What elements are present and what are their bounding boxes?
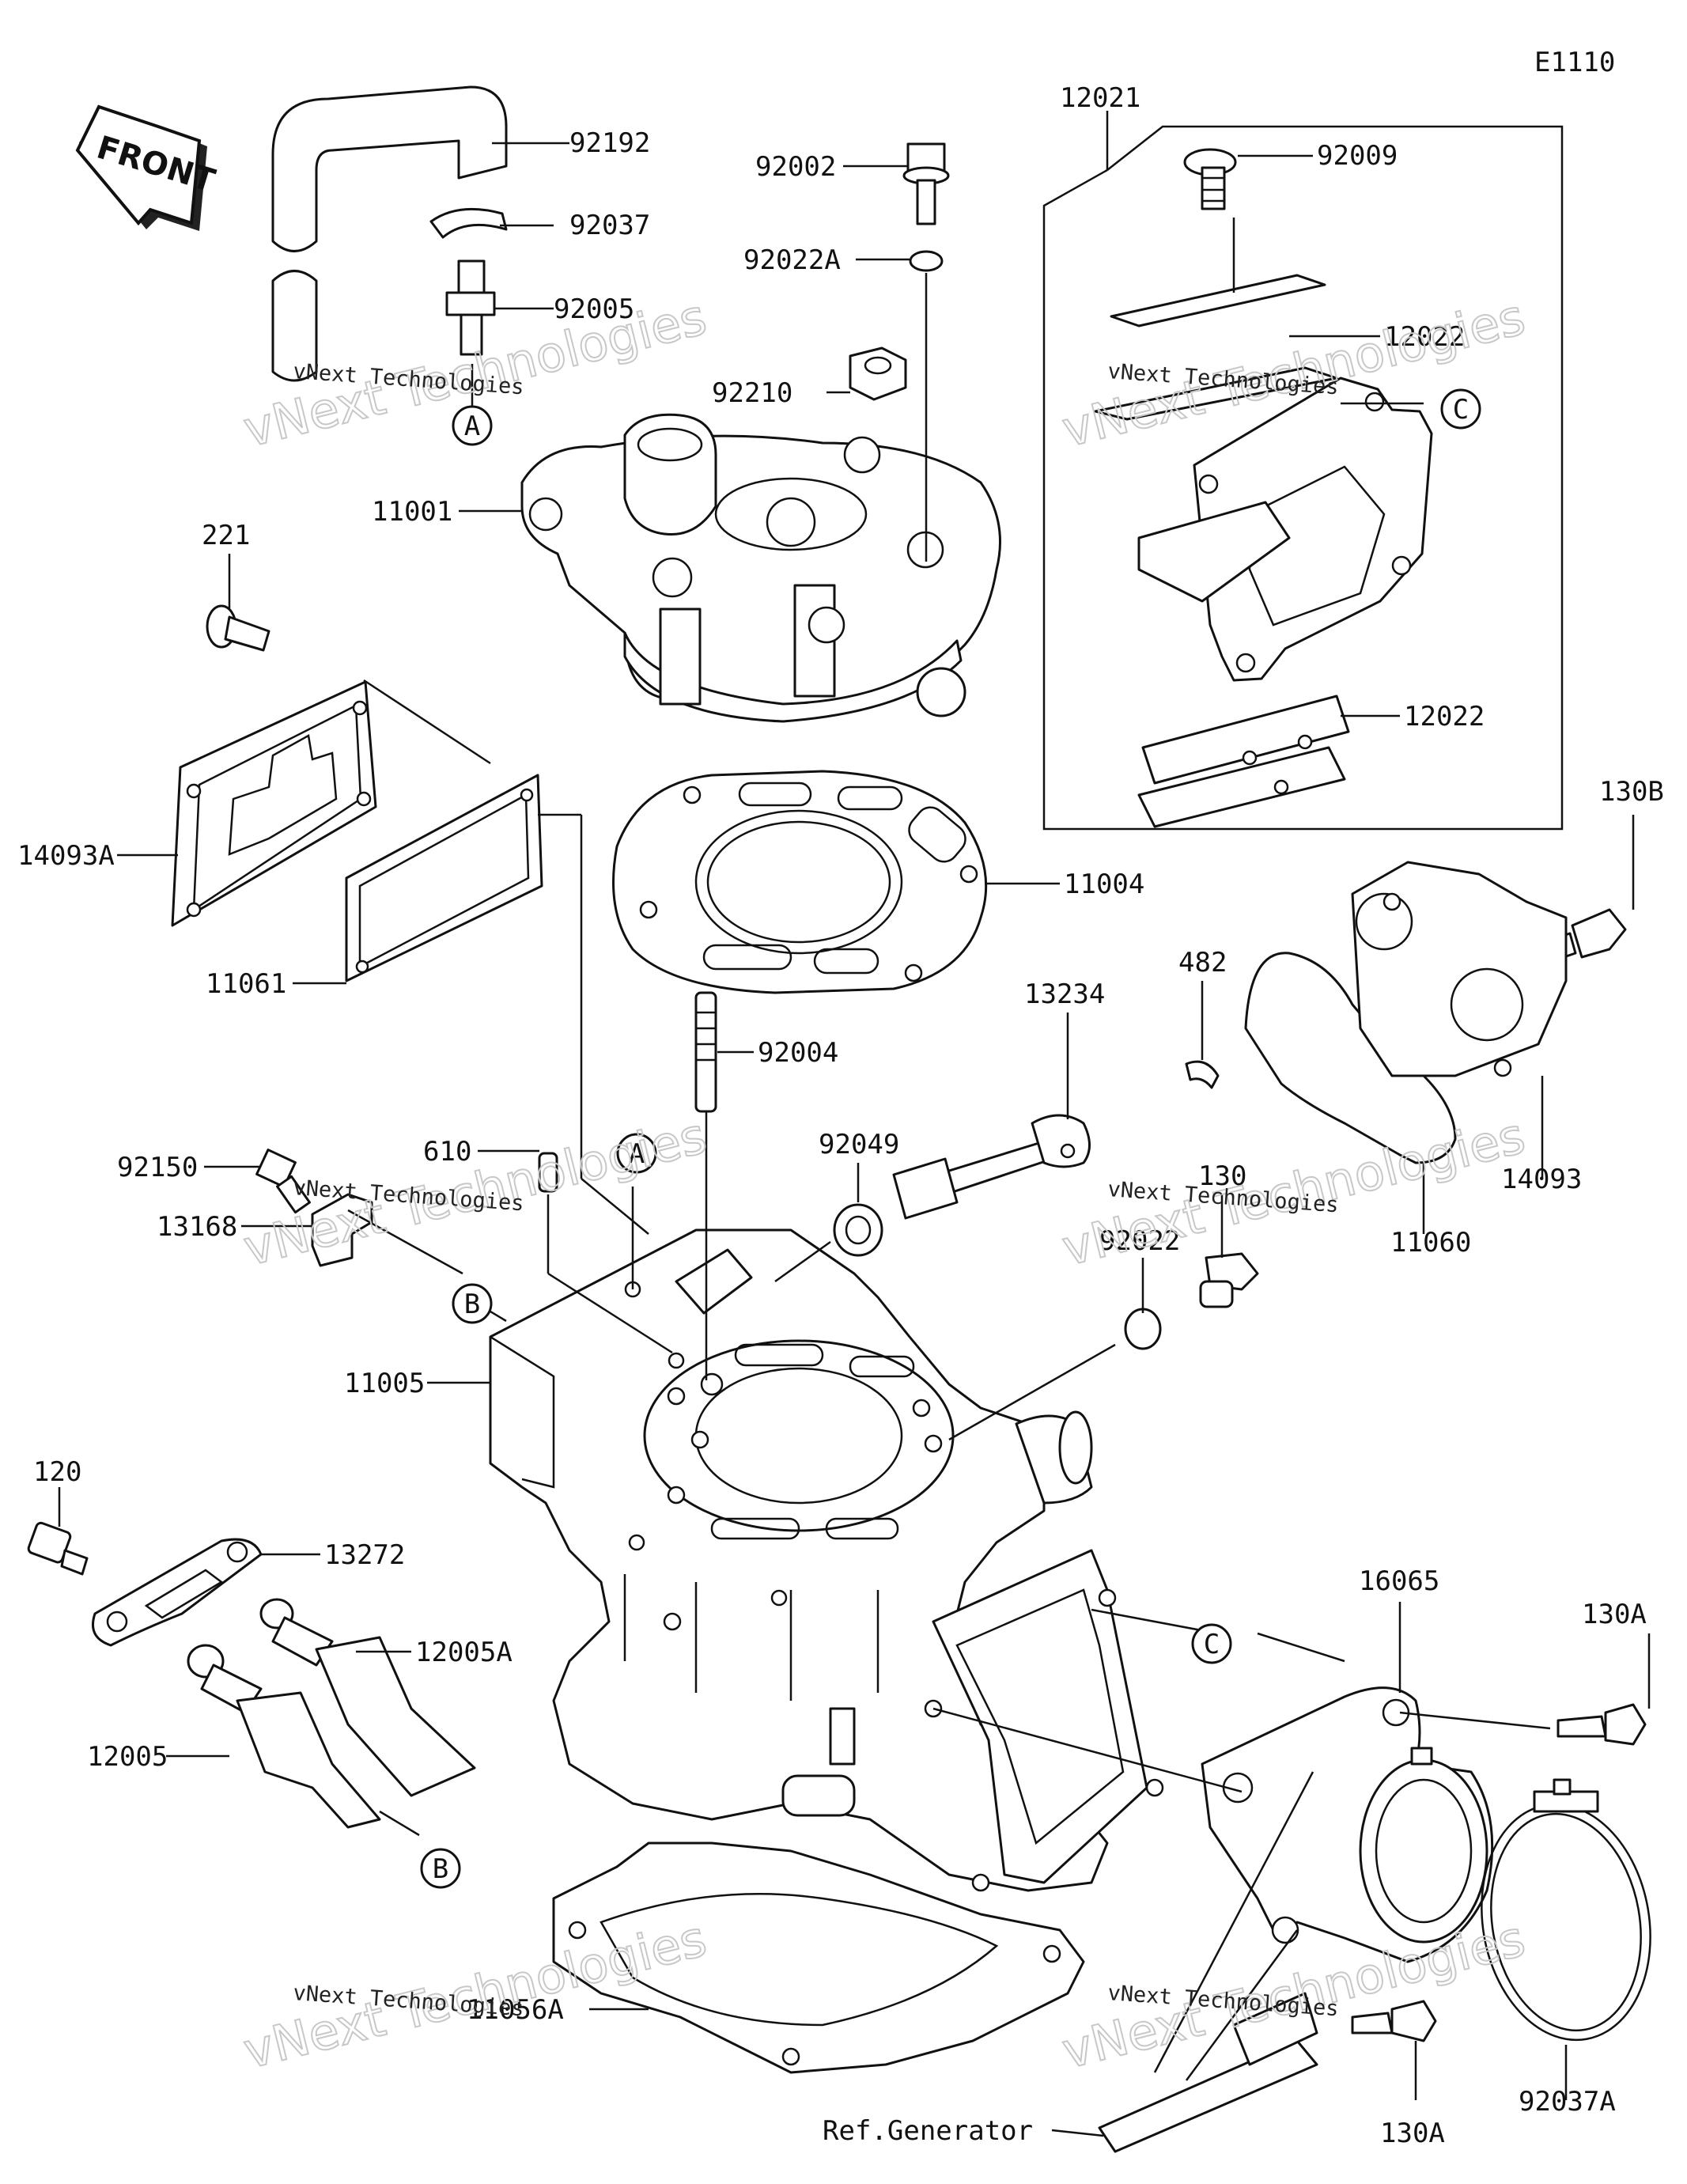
label-130A-bottom: 130A xyxy=(1380,2118,1445,2149)
part-labels: 12021 92192 92002 92009 92037 92022A 920… xyxy=(17,82,1664,2149)
label-92049: 92049 xyxy=(819,1129,899,1160)
svg-text:A: A xyxy=(464,411,480,442)
label-92192: 92192 xyxy=(569,127,650,159)
gasket-11061 xyxy=(345,774,543,982)
bolt-130A-lower xyxy=(1351,2000,1437,2042)
callout-B-bottom: B xyxy=(420,1848,461,1889)
label-92004: 92004 xyxy=(758,1037,838,1069)
label-120: 120 xyxy=(33,1456,81,1488)
cylinder-head-11001 xyxy=(520,413,1001,723)
label-ref-generator: Ref.Generator xyxy=(823,2115,1033,2147)
label-11005: 11005 xyxy=(344,1368,425,1399)
reed-valve-assembly-box xyxy=(1042,111,1564,831)
svg-text:C: C xyxy=(1453,394,1469,426)
cover-14093A xyxy=(171,680,377,927)
label-92210: 92210 xyxy=(712,377,792,409)
label-482: 482 xyxy=(1178,947,1227,978)
bracket-13168 xyxy=(311,1193,373,1267)
valve-12005 xyxy=(187,1644,381,1829)
hose-fitting-92005 xyxy=(445,259,496,356)
label-14093: 14093 xyxy=(1501,1164,1582,1195)
valve-12005A xyxy=(259,1598,476,1797)
label-12021: 12021 xyxy=(1060,82,1140,114)
label-12022-top: 12022 xyxy=(1384,321,1465,353)
svg-text:B: B xyxy=(464,1289,480,1320)
head-gasket-11004 xyxy=(612,770,988,994)
dowel-pin-610 xyxy=(538,1152,558,1193)
label-12022-bottom: 12022 xyxy=(1404,701,1485,732)
clamp-92037A xyxy=(1481,1778,1651,2042)
circlip-482 xyxy=(1185,1060,1220,1089)
bolt-92150 xyxy=(255,1149,311,1214)
label-16065: 16065 xyxy=(1359,1565,1439,1597)
label-13272: 13272 xyxy=(324,1539,405,1571)
hose-clip-92037 xyxy=(429,207,508,239)
front-arrow-icon: FRONT xyxy=(75,104,219,231)
callout-A-top: A xyxy=(452,405,493,446)
label-92022A: 92022A xyxy=(743,244,841,276)
label-130A-top: 130A xyxy=(1582,1599,1647,1630)
label-92009: 92009 xyxy=(1317,140,1398,172)
label-12005A: 12005A xyxy=(415,1637,513,1668)
label-14093A: 14093A xyxy=(17,840,115,872)
label-92037A: 92037A xyxy=(1519,2086,1616,2118)
label-610: 610 xyxy=(423,1136,471,1168)
label-12005: 12005 xyxy=(87,1741,168,1773)
cylinder-11005 xyxy=(489,1228,1164,1892)
screw-221 xyxy=(206,604,270,652)
callout-C-box: C xyxy=(1440,388,1481,430)
plate-13272 xyxy=(92,1538,263,1647)
bolt-120 xyxy=(27,1521,89,1576)
label-11060: 11060 xyxy=(1390,1227,1471,1259)
callout-B-top: B xyxy=(452,1283,493,1324)
label-221: 221 xyxy=(202,520,250,551)
leader-lines xyxy=(58,142,1651,2137)
diagram-code: E1110 xyxy=(1534,47,1615,78)
overflow-hose-92192 xyxy=(271,85,508,382)
ref-generator-part xyxy=(1098,1992,1318,2153)
label-13168: 13168 xyxy=(157,1211,237,1243)
head-nut-92210 xyxy=(849,346,907,401)
washer-92022A xyxy=(909,250,944,272)
label-11061: 11061 xyxy=(206,968,286,1000)
label-11004: 11004 xyxy=(1064,869,1144,900)
label-11001: 11001 xyxy=(372,496,452,528)
label-13234: 13234 xyxy=(1024,978,1105,1010)
intake-manifold-16065 xyxy=(1201,1686,1494,1963)
base-gasket-11056A xyxy=(552,1841,1085,2074)
bolt-130A-upper xyxy=(1557,1703,1647,1746)
washer-92022 xyxy=(1124,1308,1162,1350)
bolt-130 xyxy=(1199,1252,1259,1308)
label-130B: 130B xyxy=(1599,776,1664,808)
callout-A-mid: A xyxy=(616,1133,657,1174)
label-92022: 92022 xyxy=(1099,1225,1180,1257)
svg-text:A: A xyxy=(629,1138,645,1170)
label-92005: 92005 xyxy=(554,293,634,325)
label-92037: 92037 xyxy=(569,210,650,241)
cover-14093 xyxy=(1351,861,1568,1077)
oil-seal-92049 xyxy=(833,1203,883,1257)
label-92002: 92002 xyxy=(755,151,836,183)
label-11056A: 11056A xyxy=(467,1994,564,2026)
label-92150: 92150 xyxy=(117,1152,198,1183)
svg-text:C: C xyxy=(1204,1629,1220,1660)
stud-92004 xyxy=(694,991,717,1113)
reed-screw-92009 xyxy=(1183,148,1237,210)
label-130: 130 xyxy=(1198,1160,1246,1192)
head-bolt-92002 xyxy=(902,142,950,225)
callout-C-manifold: C xyxy=(1191,1623,1232,1664)
svg-text:B: B xyxy=(433,1853,448,1885)
shaft-13234 xyxy=(892,1114,1091,1220)
